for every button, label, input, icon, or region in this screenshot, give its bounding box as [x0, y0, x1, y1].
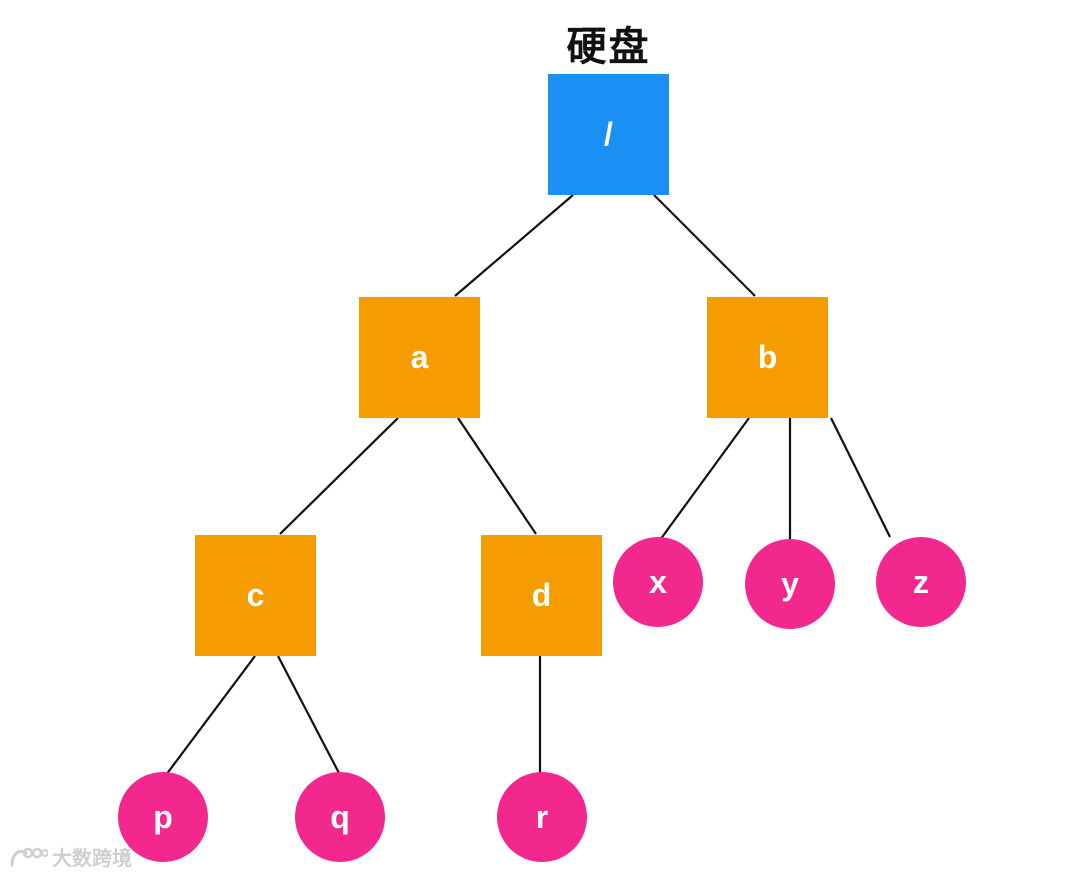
- node-r: r: [497, 772, 587, 862]
- node-root: /: [548, 74, 669, 195]
- node-p-label: p: [153, 798, 173, 835]
- node-b-label: b: [757, 339, 778, 375]
- edge-b-z: [830, 417, 891, 538]
- node-y: y: [745, 539, 835, 629]
- watermark-text: 大数跨境: [52, 846, 132, 870]
- edge-root-a: [454, 194, 574, 297]
- node-a-label: a: [410, 339, 429, 375]
- edge-root-b: [653, 194, 756, 297]
- node-a: a: [359, 297, 480, 418]
- node-d: d: [481, 535, 602, 656]
- node-x: x: [613, 537, 703, 627]
- node-z: z: [876, 537, 966, 627]
- edge-c-p: [165, 655, 256, 776]
- edge-c-q: [277, 655, 341, 776]
- watermark: 大数跨境: [8, 842, 132, 871]
- node-root-label: /: [604, 116, 613, 152]
- node-r-label: r: [535, 798, 549, 835]
- edge-b-x: [659, 417, 750, 541]
- node-q-label: q: [330, 798, 350, 835]
- node-c: c: [195, 535, 316, 656]
- node-c-label: c: [246, 577, 265, 613]
- node-y-label: y: [781, 565, 799, 602]
- node-x-label: x: [649, 563, 667, 600]
- node-z-label: z: [913, 563, 929, 600]
- edge-a-d: [457, 417, 537, 535]
- node-d-label: d: [531, 577, 552, 613]
- node-q: q: [295, 772, 385, 862]
- node-p: p: [118, 772, 208, 862]
- node-b: b: [707, 297, 828, 418]
- logo-icon: [10, 847, 48, 866]
- edge-a-c: [279, 417, 399, 535]
- diagram-title: 硬盘: [566, 24, 651, 70]
